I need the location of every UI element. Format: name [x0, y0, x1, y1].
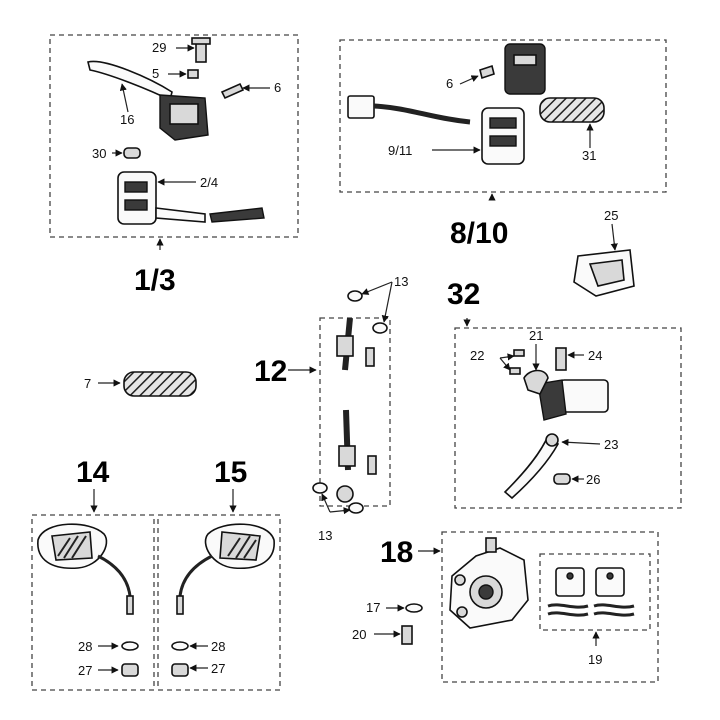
callout-13a: 13: [394, 274, 408, 289]
handlebar-switch-part: [117, 171, 157, 225]
callout-27b: 27: [211, 661, 225, 676]
callout-29: 29: [152, 40, 166, 55]
callout-27a: 27: [78, 663, 92, 678]
callout-20: 20: [352, 627, 366, 642]
callout-7: 7: [84, 376, 91, 391]
group-1-3-box: 29 5 6 16 30 2/4 1/3: [49, 34, 299, 297]
callout-21: 21: [529, 328, 543, 343]
group-label-32: 32: [447, 278, 480, 311]
part-7-group: 7: [84, 371, 197, 397]
callout-16: 16: [120, 112, 134, 127]
callout-22: 22: [470, 348, 484, 363]
callout-9-11: 9/11: [388, 143, 412, 158]
callout-13b: 13: [318, 528, 332, 543]
group-label-1-3: 1/3: [134, 264, 176, 297]
group-18-box: 17 20 19 18: [352, 531, 659, 683]
callout-5: 5: [152, 66, 159, 81]
callout-31: 31: [582, 148, 596, 163]
group-14-box: 28 27 14: [31, 456, 155, 691]
callout-25: 25: [604, 208, 618, 223]
brake-pad-part: [555, 567, 585, 597]
callout-24: 24: [588, 348, 602, 363]
switch-housing-part: [504, 43, 546, 95]
screw-part: [220, 82, 245, 100]
connector-part: [347, 95, 375, 119]
grip-part: [539, 97, 605, 123]
grip-part: [123, 371, 197, 397]
group-label-14: 14: [76, 456, 110, 489]
callout-28a: 28: [78, 639, 92, 654]
group-8-10-box: 6 9/11 31 8/10: [339, 39, 667, 250]
group-label-8-10: 8/10: [450, 217, 508, 250]
screw-part: [479, 64, 495, 80]
part-25-group: 25: [573, 208, 635, 297]
callout-26: 26: [586, 472, 600, 487]
callout-17: 17: [366, 600, 380, 615]
group-12-box: 13 13 12: [254, 274, 408, 543]
callout-30: 30: [92, 146, 106, 161]
brake-lever-part: [503, 434, 560, 500]
callout-19: 19: [588, 652, 602, 667]
callout-23: 23: [604, 437, 618, 452]
spacer-part: [123, 147, 141, 159]
nut-part: [187, 69, 199, 79]
brake-lever-part: [87, 60, 173, 102]
group-15-box: 28 27 15: [157, 456, 281, 691]
master-cylinder-part: [559, 379, 609, 413]
group-label-15: 15: [214, 456, 247, 489]
clamp-part: [523, 369, 549, 395]
group-label-12: 12: [254, 355, 287, 388]
callout-28b: 28: [211, 639, 225, 654]
callout-6b: 6: [446, 76, 453, 91]
brake-pad-part: [595, 567, 625, 597]
callout-2-4: 2/4: [200, 175, 218, 190]
group-32-box: 21 22 24 23 26 32: [447, 278, 682, 509]
callout-6a: 6: [274, 80, 281, 95]
group-label-18: 18: [380, 536, 413, 569]
